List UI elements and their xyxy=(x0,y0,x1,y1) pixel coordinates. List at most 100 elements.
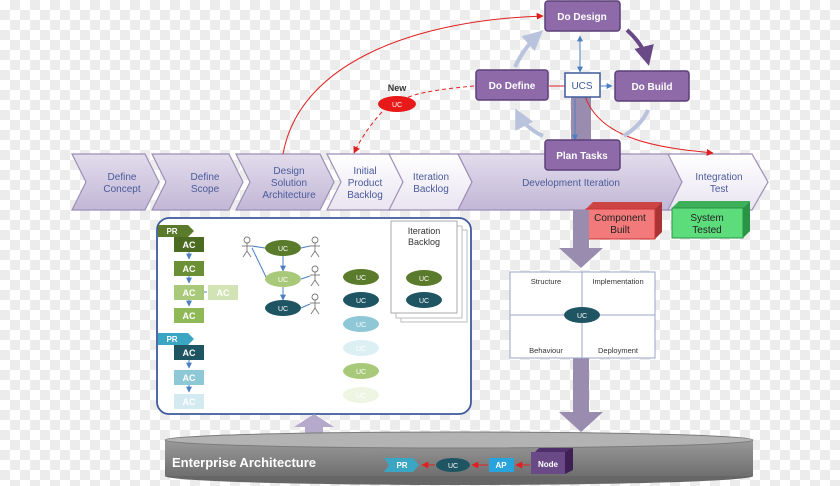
pr-label: PR xyxy=(166,227,177,236)
enterprise-architecture-disk: Enterprise Architecture PR UC AP Node xyxy=(164,431,754,485)
system-tested-box: System Tested xyxy=(671,201,750,239)
cycle-arrow xyxy=(513,30,543,68)
uc-oval xyxy=(343,387,379,403)
do-define-box: Do Define xyxy=(475,69,549,101)
ac-stack-teal: AC AC AC xyxy=(174,345,204,409)
chevron-label: Test xyxy=(710,184,729,195)
system-tested-label: System xyxy=(690,213,723,224)
uc-oval xyxy=(343,316,379,332)
ea-pr-tag xyxy=(384,458,419,472)
cycle-arrow xyxy=(625,28,654,66)
ac-box xyxy=(174,345,204,360)
chevron-define-concept xyxy=(71,153,160,211)
cycle-arrow xyxy=(622,109,650,138)
iteration-backlog-card: Iteration Backlog UC UC xyxy=(390,220,468,323)
do-define-label: Do Define xyxy=(489,81,536,92)
uc-label: UC xyxy=(278,306,288,313)
chevron-label: Backlog xyxy=(413,184,449,195)
chevron-label: Development Iteration xyxy=(522,178,620,189)
chevron-label: Define xyxy=(108,172,137,183)
architecture-quadrant: Structure Implementation Behaviour Deplo… xyxy=(509,271,656,359)
uc-oval xyxy=(343,292,379,308)
uc-label: UC xyxy=(356,393,366,400)
uc-oval xyxy=(343,363,379,379)
component-built-box: Component Built xyxy=(585,202,662,240)
new-uc-label: UC xyxy=(392,102,402,109)
plan-tasks-label: Plan Tasks xyxy=(556,151,608,162)
ea-pr-label: PR xyxy=(396,461,407,470)
ac-box xyxy=(174,285,204,300)
uc-label: UC xyxy=(356,369,366,376)
chevron-label: Design xyxy=(273,166,304,177)
pr-tag xyxy=(158,225,194,237)
ac-label: AC xyxy=(217,288,230,298)
chevron-label: Architecture xyxy=(262,190,316,201)
ea-node-box xyxy=(531,452,565,474)
ac-label: AC xyxy=(183,240,196,250)
uc-label: UC xyxy=(419,276,429,283)
ac-label: AC xyxy=(183,288,196,298)
uc-oval xyxy=(343,269,379,285)
component-built-label: Component xyxy=(594,213,646,224)
uc-oval xyxy=(265,300,301,316)
uc-label: UC xyxy=(278,246,288,253)
design-to-do-design-arrow xyxy=(282,12,544,155)
ea-ap-box xyxy=(489,458,514,472)
ucs-box: UCS xyxy=(564,72,601,98)
use-case-diagram: UC UC UC xyxy=(242,236,320,316)
uc-label: UC xyxy=(419,298,429,305)
component-built-label: Built xyxy=(610,225,630,236)
new-uc-to-backlog-dashed xyxy=(353,111,383,154)
actor-icon xyxy=(242,236,252,258)
uc-label: UC xyxy=(356,275,366,282)
iteration-backlog-label: Iteration xyxy=(408,226,441,236)
pr-label: PR xyxy=(166,335,177,344)
do-design-label: Do Design xyxy=(557,12,606,23)
define-to-new-uc-dashed xyxy=(399,85,475,104)
uc-oval xyxy=(265,240,301,256)
chevron-label: Product xyxy=(348,178,383,189)
chevron-label: Scope xyxy=(191,184,220,195)
up-arrow xyxy=(294,414,334,434)
quadrant-uc-label: UC xyxy=(577,313,587,320)
uc-oval xyxy=(406,292,442,308)
down-arrow xyxy=(559,210,603,268)
ucs-to-integration-arrow xyxy=(584,95,714,156)
do-design-box: Do Design xyxy=(544,0,621,32)
ac-label: AC xyxy=(183,311,196,321)
ea-node-label: Node xyxy=(538,460,559,469)
implementation-label: Implementation xyxy=(592,277,643,286)
ac-box xyxy=(174,237,204,252)
ac-label: AC xyxy=(183,397,196,407)
ac-label: AC xyxy=(183,264,196,274)
do-build-label: Do Build xyxy=(631,82,672,93)
ea-uc-label: UC xyxy=(448,463,458,470)
chevron-label: Solution xyxy=(271,178,307,189)
chevron-label: Backlog xyxy=(347,190,383,201)
uc-label: UC xyxy=(278,277,288,284)
actor-icon xyxy=(310,265,320,287)
ac-box xyxy=(174,370,204,385)
ac-stack-green: AC AC AC AC AC xyxy=(174,237,238,323)
structure-label: Structure xyxy=(531,277,561,286)
ac-box xyxy=(208,285,238,300)
uc-label: UC xyxy=(356,298,366,305)
uc-oval xyxy=(265,271,301,287)
ac-box xyxy=(174,261,204,276)
enterprise-title: Enterprise Architecture xyxy=(172,455,316,470)
ucs-stem xyxy=(571,96,591,144)
behaviour-label: Behaviour xyxy=(529,346,563,355)
chevron-define-scope xyxy=(151,153,244,211)
new-uc-oval xyxy=(378,96,416,112)
cycle-arrow xyxy=(515,108,544,138)
chevron-label: Integration xyxy=(695,172,742,183)
deployment-label: Deployment xyxy=(598,346,639,355)
do-build-box: Do Build xyxy=(614,70,690,102)
pr-tag xyxy=(158,333,194,345)
chevron-design-solution xyxy=(235,153,335,211)
ac-box xyxy=(174,394,204,409)
chevron-label: Initial xyxy=(353,166,376,177)
ac-box xyxy=(174,308,204,323)
phase-chevrons: Define Concept Define Scope Design Solut… xyxy=(71,153,769,211)
